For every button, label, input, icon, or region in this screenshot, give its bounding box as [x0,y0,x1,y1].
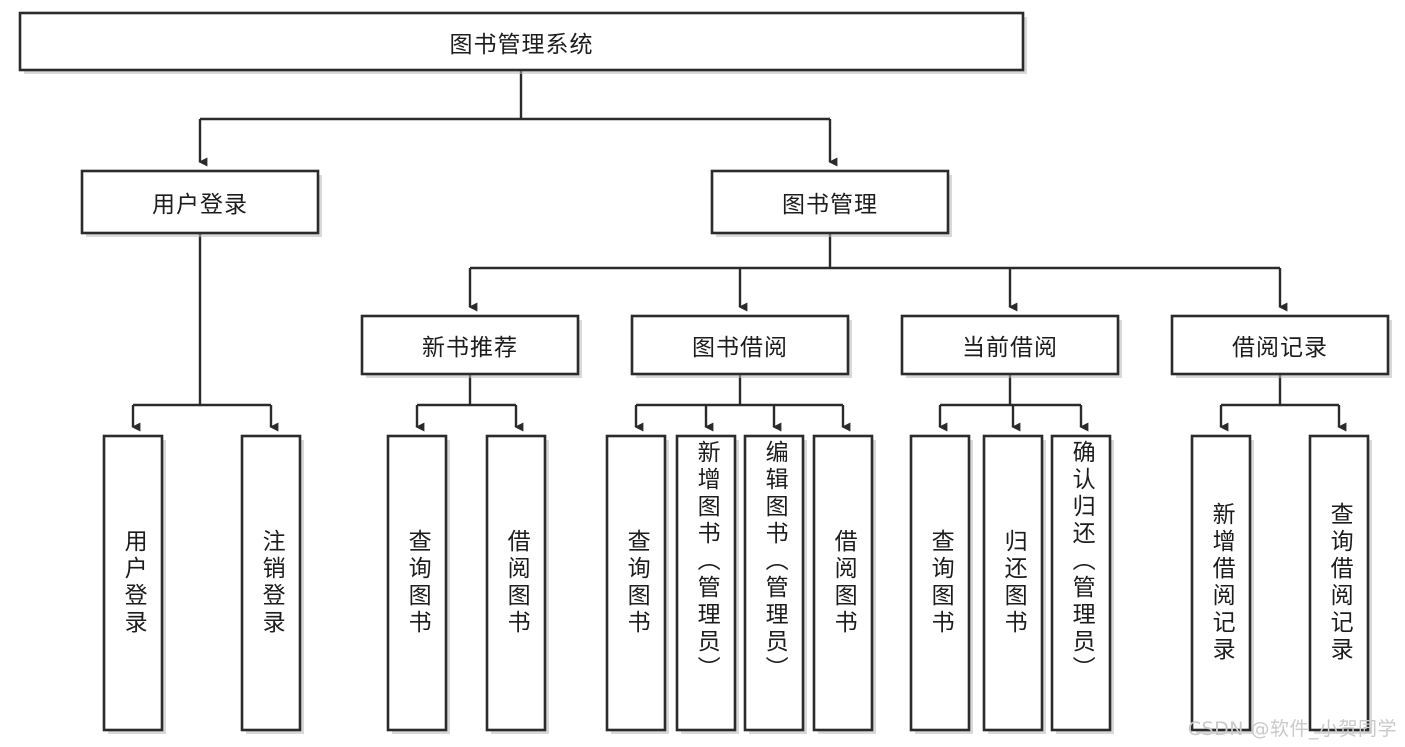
leaf-add-borrow-record-box[interactable] [1190,434,1252,732]
current-borrow-node-box[interactable] [900,314,1120,376]
user-login-node-box[interactable] [80,169,320,235]
root-node-box[interactable] [18,11,1025,72]
leaf-query-book-borrow-box[interactable] [605,434,667,732]
new-book-recommend-node-box[interactable] [360,314,580,376]
leaf-borrow-book-box[interactable] [812,434,874,732]
connector-group-borrow-record [1219,374,1347,432]
connector-group-root [198,70,838,167]
leaf-add-book-box[interactable] [675,434,737,732]
csdn-watermark: CSDN @软件_小贺同学 [1187,718,1397,740]
book-manage-node-box[interactable] [710,169,950,235]
leaf-logout-login-box[interactable] [240,434,302,732]
leaf-return-book-box[interactable] [982,434,1044,732]
connector-group-new-book-recommend [415,374,524,432]
leaf-borrow-book-recommend-box[interactable] [485,434,547,732]
leaf-edit-book-box[interactable] [743,434,805,732]
connector-group-book-manage [468,233,1288,312]
leaf-query-book-current-box[interactable] [909,434,971,732]
borrow-record-node-box[interactable] [1170,314,1390,376]
connector-group-book-borrow [634,374,851,432]
connector-group-current-borrow [938,374,1089,432]
leaf-confirm-return-box[interactable] [1050,434,1112,732]
leaf-user-login-box[interactable] [102,434,164,732]
leaf-query-book-recommend-box[interactable] [386,434,448,732]
leaf-query-borrow-record-box[interactable] [1308,434,1370,732]
book-borrow-node-box[interactable] [630,314,850,376]
connector-group-user-login [131,233,279,432]
node-boxes [18,11,1392,734]
